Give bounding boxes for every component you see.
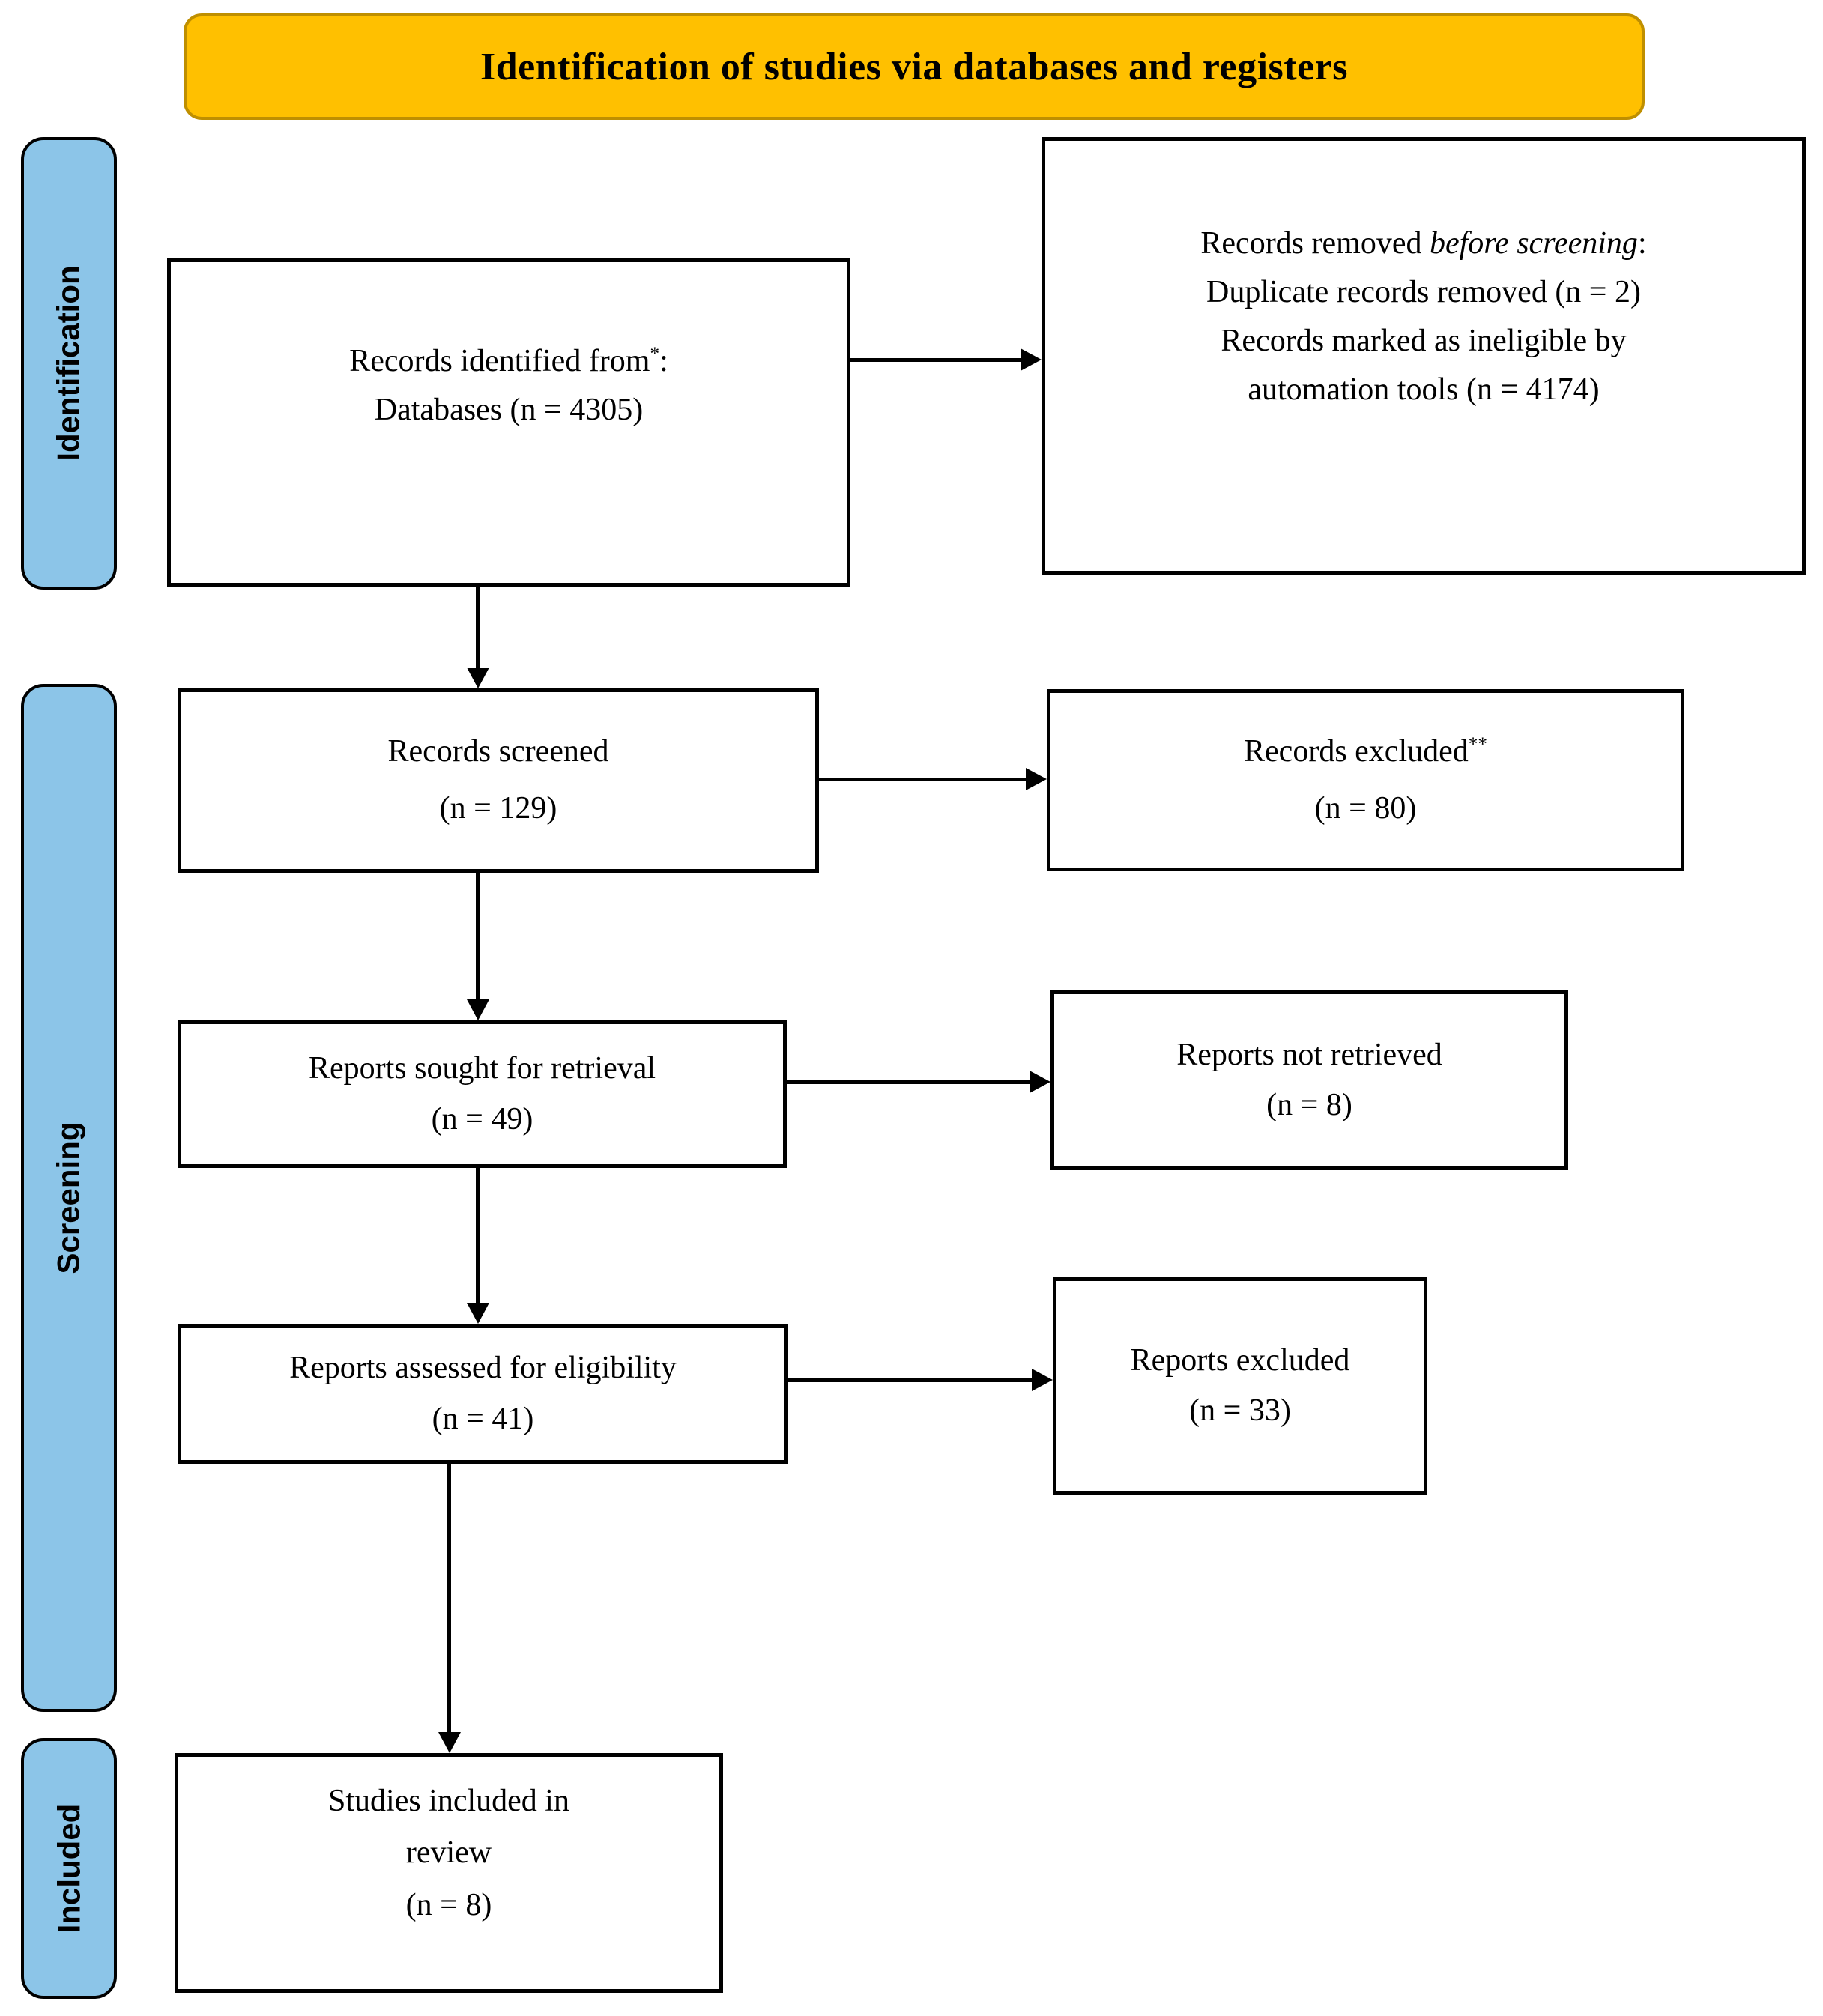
box-records-identified-line1: Records identified from*: — [349, 344, 668, 378]
box-records-identified: Records identified from*: Databases (n =… — [167, 258, 850, 587]
box-studies-included: Studies included in review (n = 8) — [175, 1753, 723, 1993]
arrow-screened-to-sought-line — [476, 873, 480, 1001]
box-records-excluded-line2: (n = 80) — [1314, 790, 1417, 826]
box-records-removed-line1: Records removed before screening: — [1200, 226, 1647, 261]
box-records-removed: Records removed before screening: Duplic… — [1042, 137, 1806, 575]
arrow-assessed-to-included-line — [447, 1464, 451, 1734]
box-studies-included-line1: Studies included in — [328, 1784, 569, 1818]
box-studies-included-line3: (n = 8) — [405, 1887, 492, 1922]
box-records-identified-line2: Databases (n = 4305) — [374, 393, 644, 428]
box-reports-sought-line2: (n = 49) — [431, 1101, 533, 1136]
asterisk-superscript: * — [650, 344, 660, 364]
arrow-sought-to-notretrieved-head — [1030, 1071, 1050, 1093]
box-records-screened: Records screened (n = 129) — [178, 688, 819, 873]
box-records-screened-line2: (n = 129) — [439, 791, 557, 826]
box-records-screened-line1: Records screened — [387, 734, 609, 769]
arrow-sought-to-assessed-line — [476, 1168, 480, 1304]
box-reports-not-retrieved: Reports not retrieved (n = 8) — [1050, 990, 1568, 1170]
box-reports-sought-line1: Reports sought for retrieval — [308, 1051, 656, 1086]
arrow-screened-to-excluded-line — [819, 778, 1027, 781]
box-reports-excluded-line1: Reports excluded — [1130, 1343, 1350, 1378]
stage-label-identification-text: Identification — [51, 265, 86, 461]
arrow-identified-to-screened-head — [467, 668, 489, 688]
box-records-removed-line3: Records marked as ineligible by — [1221, 324, 1627, 359]
box-records-excluded: Records excluded** (n = 80) — [1047, 689, 1684, 871]
stage-label-included-text: Included — [51, 1803, 86, 1934]
stage-label-screening: Screening — [21, 684, 117, 1712]
arrow-screened-to-sought-head — [467, 999, 489, 1020]
box-reports-not-retrieved-line1: Reports not retrieved — [1176, 1037, 1442, 1072]
stage-label-identification: Identification — [21, 137, 117, 590]
box-reports-assessed: Reports assessed for eligibility (n = 41… — [178, 1324, 788, 1464]
double-asterisk-superscript: ** — [1468, 733, 1487, 754]
arrow-assessed-to-repexcluded-line — [788, 1378, 1033, 1382]
arrow-identified-to-screened-line — [476, 587, 480, 671]
box-reports-sought: Reports sought for retrieval (n = 49) — [178, 1020, 787, 1168]
arrow-screened-to-excluded-head — [1026, 768, 1047, 790]
arrow-assessed-to-included-head — [438, 1732, 461, 1753]
title-banner-label: Identification of studies via databases … — [480, 45, 1349, 88]
title-banner: Identification of studies via databases … — [184, 13, 1645, 120]
arrow-sought-to-notretrieved-line — [787, 1080, 1031, 1084]
box-reports-excluded: Reports excluded (n = 33) — [1053, 1277, 1427, 1495]
box-reports-assessed-line2: (n = 41) — [432, 1401, 534, 1436]
box-reports-excluded-line2: (n = 33) — [1189, 1393, 1291, 1428]
arrow-assessed-to-repexcluded-head — [1032, 1369, 1053, 1391]
arrow-sought-to-assessed-head — [467, 1303, 489, 1324]
box-records-removed-line4: automation tools (n = 4174) — [1248, 372, 1600, 408]
box-studies-included-line2: review — [405, 1835, 492, 1871]
box-reports-assessed-line1: Reports assessed for eligibility — [289, 1351, 677, 1386]
italic-before-screening: before screening — [1429, 226, 1638, 261]
arrow-identified-to-removed-line — [850, 358, 1022, 362]
stage-label-included: Included — [21, 1738, 117, 1999]
box-records-removed-line2: Duplicate records removed (n = 2) — [1206, 275, 1641, 310]
box-reports-not-retrieved-line2: (n = 8) — [1266, 1088, 1352, 1122]
arrow-identified-to-removed-head — [1021, 348, 1042, 371]
box-records-excluded-line1: Records excluded** — [1244, 733, 1487, 769]
stage-label-screening-text: Screening — [51, 1121, 87, 1274]
